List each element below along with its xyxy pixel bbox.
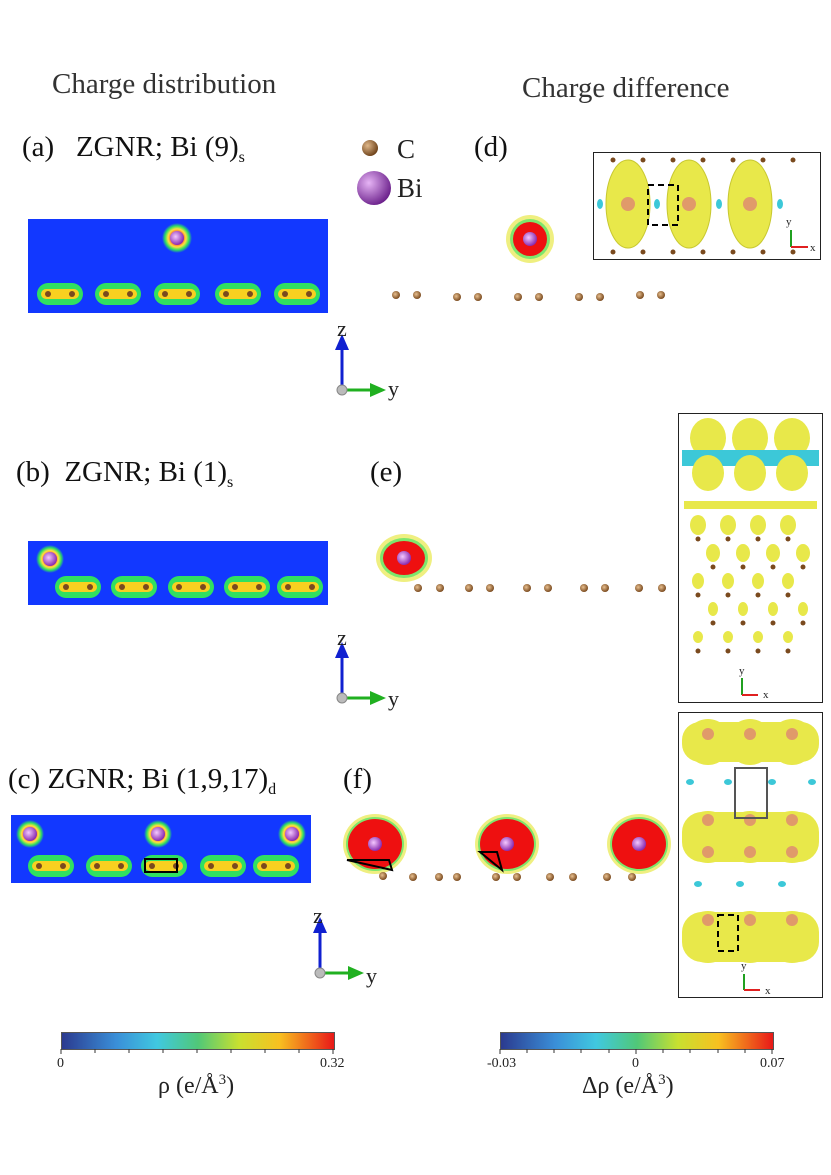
colorbar-drho: [500, 1032, 774, 1050]
panel-d-side-view: [392, 215, 665, 301]
colorbar-drho-ticks: [499, 1049, 773, 1054]
colorbar-drho-exp: 3: [658, 1072, 666, 1088]
charge-difference-header: Charge difference: [522, 72, 730, 104]
colorbar-drho-mid: 0: [632, 1056, 639, 1071]
colorbar-rho-close: ): [226, 1073, 235, 1099]
panel-f-inset: [678, 712, 823, 998]
axis-y-label-2: y: [388, 686, 399, 711]
panel-c-text: ZGNR; Bi (1,9,17): [47, 763, 269, 795]
panel-b-density-map: [28, 541, 328, 605]
colorbar-rho-max: 0.32: [320, 1056, 345, 1071]
axes-triad-3: [313, 917, 364, 980]
axis-z-label-2: z: [337, 625, 347, 650]
cc-dimers: [37, 283, 320, 305]
colorbar-drho-close: ): [665, 1073, 674, 1099]
colorbar-rho-title: ρ (e/Å3): [158, 1072, 235, 1099]
axis-z-label-3: z: [313, 903, 323, 928]
panel-a-sub: s: [238, 149, 245, 166]
panel-f-label: (f): [343, 763, 372, 795]
panel-c-title: (c) ZGNR; Bi (1,9,17)d: [8, 765, 276, 798]
inset-e-y-label: y: [739, 665, 745, 677]
inset-f-y-label: y: [741, 960, 747, 972]
inset-d-y-label: y: [786, 216, 792, 228]
colorbar-drho-label: Δρ (e/Å: [582, 1073, 659, 1099]
panel-b-text: ZGNR; Bi (1): [64, 456, 228, 488]
panel-b-sub: s: [227, 474, 234, 491]
colorbar-rho-exp: 3: [218, 1072, 227, 1088]
inset-d-x-label: x: [810, 242, 816, 254]
panel-f-side-view: [343, 814, 671, 881]
inset-f-dashed-cell: [717, 914, 739, 952]
axes-triad-1: [335, 334, 386, 397]
axis-z-label-1: z: [337, 316, 347, 341]
panel-e-side-view: [376, 534, 666, 592]
charge-distribution-header: Charge distribution: [52, 68, 277, 100]
inset-d-unit-cell: [647, 184, 679, 226]
panel-a-label: (a): [22, 131, 55, 163]
panel-a-title: (a) ZGNR; Bi (9)s: [22, 133, 245, 166]
bismuth-atom-icon: [357, 171, 391, 205]
inset-f-solid-cell: [734, 767, 768, 819]
panel-c-label: (c): [8, 763, 41, 795]
panel-e-label: (e): [370, 456, 403, 488]
inset-f-x-label: x: [765, 985, 771, 997]
colorbar-rho: [61, 1032, 335, 1050]
panel-e-inset: [678, 413, 823, 703]
colorbar-drho-max: 0.07: [760, 1056, 785, 1071]
unit-cell-box: [144, 858, 178, 873]
axis-y-label-1: y: [388, 376, 399, 401]
axis-y-label-3: y: [366, 963, 377, 988]
panel-c-sub: d: [268, 781, 277, 798]
carbon-atom-icon: [362, 140, 378, 156]
colorbar-rho-label: ρ (e/Å: [158, 1073, 219, 1099]
legend-bismuth-label: Bi: [397, 173, 423, 203]
panel-d-label: (d): [474, 131, 508, 163]
panel-b-title: (b) ZGNR; Bi (1)s: [16, 458, 233, 491]
inset-e-x-label: x: [763, 689, 769, 701]
colorbar-rho-min: 0: [57, 1056, 64, 1071]
colorbar-rho-ticks: [60, 1049, 334, 1054]
panel-a-text: ZGNR; Bi (9): [75, 131, 239, 163]
panel-d-inset: [593, 152, 821, 260]
legend-carbon-label: C: [397, 134, 416, 164]
axes-triad-2: [335, 642, 386, 705]
panel-a-density-map: [28, 219, 328, 313]
colorbar-drho-min: -0.03: [487, 1056, 517, 1071]
atom-legend: [357, 140, 391, 205]
colorbar-drho-title: Δρ (e/Å3): [582, 1072, 674, 1099]
panel-c-density-map: [11, 815, 311, 883]
panel-b-label: (b): [16, 456, 50, 488]
